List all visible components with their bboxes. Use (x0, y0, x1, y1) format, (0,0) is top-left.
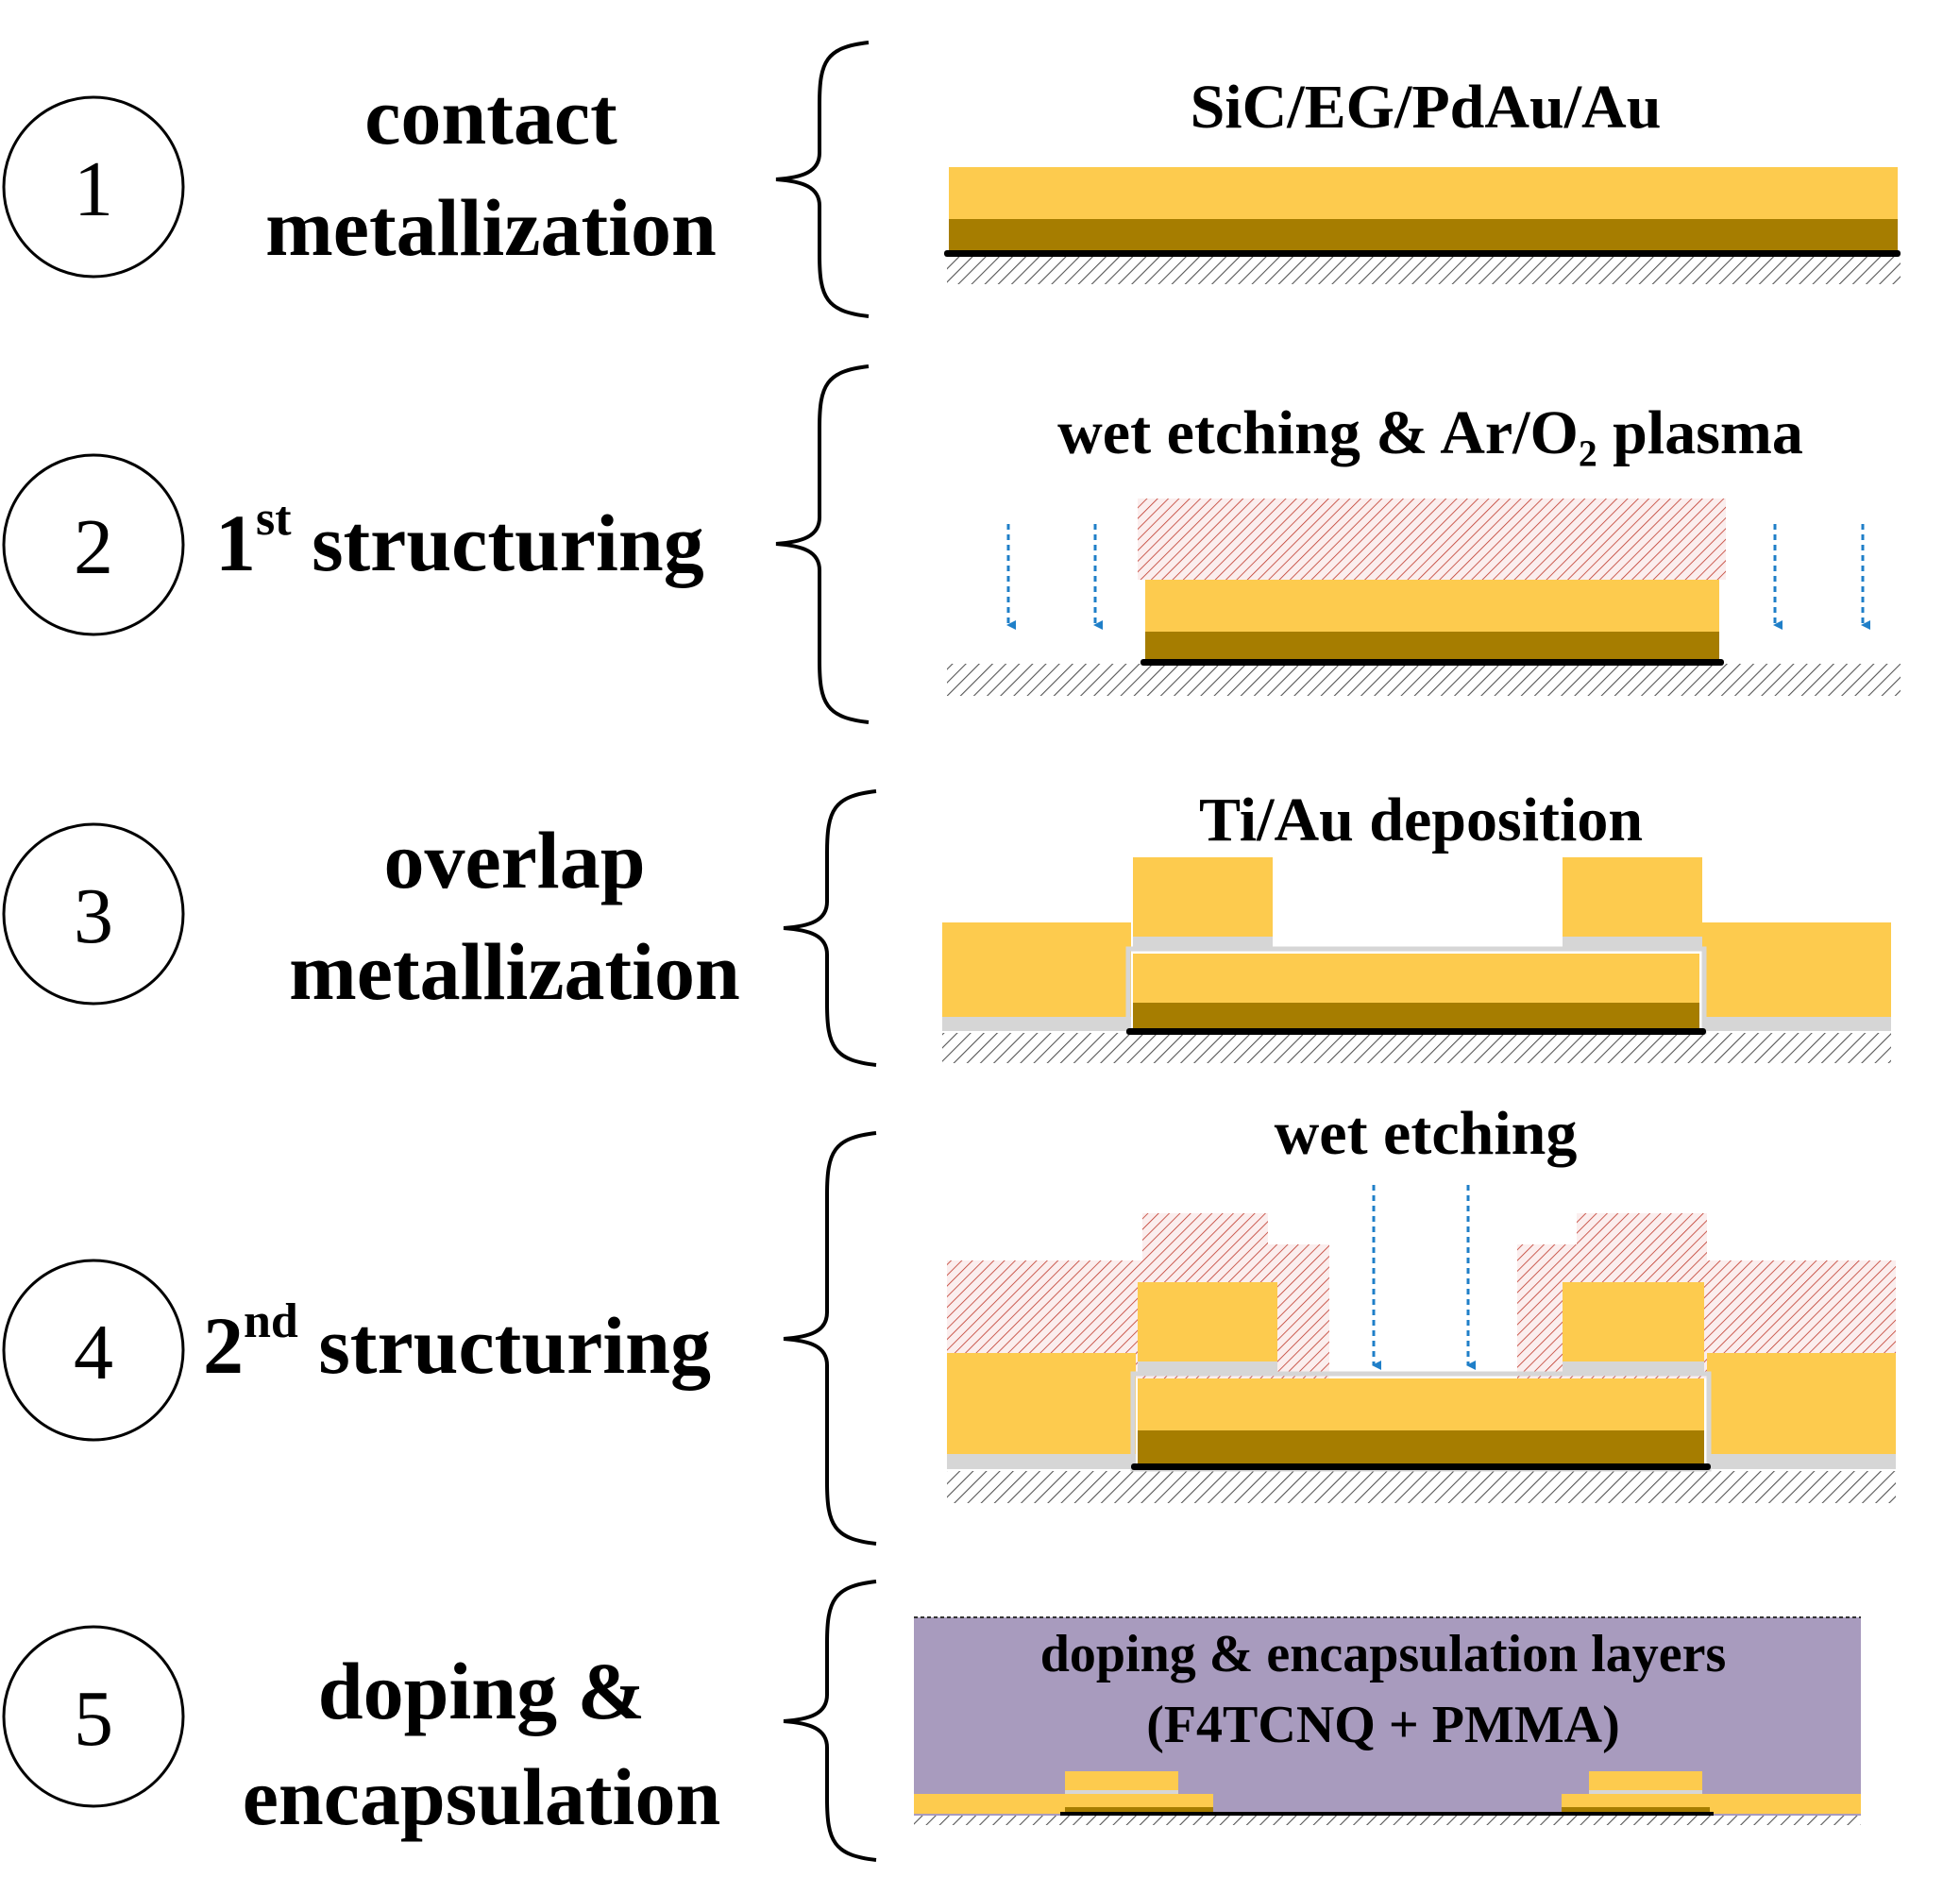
contact-right-pdau (1562, 1807, 1710, 1813)
ti-pad-right (1589, 1790, 1702, 1794)
step-4-label-sup: nd (244, 1294, 298, 1348)
graphene-layer (1060, 1812, 1714, 1816)
step-4-label-prefix: 2 (203, 1300, 244, 1391)
pdau-layer (1138, 1430, 1704, 1465)
step-4-number: 4 (74, 1309, 113, 1396)
step-5-stack: doping & encapsulation layers (F4TCNQ + … (914, 1616, 1861, 1825)
pad-gold-left (1065, 1771, 1178, 1790)
ti-pad-left (1065, 1790, 1178, 1794)
step-4-label: 2nd structuring (203, 1294, 711, 1391)
step-2-label-sup: st (256, 492, 292, 546)
step-2: 2 1st structuring wet etching & Ar/O₂ pl… (2, 364, 1901, 724)
step-2-label: 1st structuring (215, 492, 704, 588)
step-2-circle (2, 453, 185, 636)
ti-pad-left (1138, 1361, 1277, 1374)
step-3: 3 overlap metallization Ti/Au deposition (2, 786, 1891, 1067)
pad-gold-left (1138, 1282, 1277, 1361)
step-4-stack (947, 1185, 1896, 1503)
pad-gold-right (1589, 1771, 1702, 1790)
step-2-stack (947, 499, 1901, 696)
step-2-label-prefix: 1 (215, 498, 256, 588)
step-1-label-line-2: metallization (265, 182, 717, 273)
substrate (942, 1033, 1891, 1063)
graphene-layer (1141, 659, 1724, 666)
step-1-circle (2, 95, 185, 279)
gold-layer (1145, 580, 1719, 632)
pad-gold-left (1133, 857, 1273, 937)
contact-right-gold (1562, 1794, 1710, 1807)
step-5-label-line-2: encapsulation (243, 1751, 721, 1842)
substrate (914, 1816, 1861, 1825)
substrate (947, 664, 1901, 696)
overlap-gold-left (947, 1353, 1136, 1454)
gold-layer (949, 167, 1898, 219)
step-5-caption-line-2: (F4TCNQ + PMMA) (1146, 1696, 1620, 1754)
step-2-number: 2 (74, 503, 113, 591)
pdau-layer (949, 219, 1898, 251)
pdau-layer (1145, 632, 1719, 661)
contact-left-pdau (1065, 1807, 1213, 1813)
step-3-brace (783, 789, 877, 1067)
step-4-brace (783, 1131, 877, 1546)
overlap-gold-right (1707, 1353, 1896, 1454)
step-3-circle (2, 822, 185, 1006)
step-2-label-suffix: structuring (292, 498, 704, 588)
photoresist (1138, 499, 1726, 580)
step-1-number: 1 (74, 145, 113, 233)
ti-layer-right (1702, 1017, 1891, 1031)
ti-layer-right (1707, 1454, 1896, 1469)
overlap-gold-left (942, 922, 1131, 1017)
step-4: 4 2nd structuring wet etching (2, 1099, 1896, 1546)
step-5: 5 doping & encapsulation doping & encaps… (2, 1580, 1861, 1862)
step-4-circle (2, 1259, 185, 1442)
step-3-stack (942, 857, 1891, 1063)
step-2-caption: wet etching & Ar/O₂ plasma (1057, 398, 1803, 467)
substrate (947, 1471, 1896, 1503)
ti-pad-right (1563, 1361, 1704, 1374)
graphene-layer (944, 250, 1901, 257)
step-3-label-line-1: overlap (383, 815, 645, 905)
step-5-brace (783, 1580, 877, 1862)
substrate (947, 255, 1901, 284)
step-3-caption: Ti/Au deposition (1199, 786, 1643, 854)
ti-layer-left (947, 1454, 1136, 1469)
step-1-stack (944, 167, 1901, 284)
step-3-label-line-2: metallization (289, 926, 740, 1017)
step-5-caption-line-1: doping & encapsulation layers (1040, 1625, 1727, 1683)
step-3-number: 3 (74, 872, 113, 960)
step-2-brace (775, 364, 870, 724)
ti-pad-right (1563, 937, 1702, 949)
ti-pad-left (1133, 937, 1273, 949)
step-1-caption: SiC/EG/PdAu/Au (1191, 73, 1662, 142)
step-4-caption: wet etching (1275, 1099, 1578, 1168)
step-1-brace (775, 41, 870, 318)
step-1: 1 contact metallization SiC/EG/PdAu/Au (2, 41, 1901, 318)
overlap-gold-left (914, 1794, 1065, 1814)
ti-layer-left (942, 1017, 1131, 1031)
gold-layer (1138, 1378, 1704, 1430)
gold-layer (1133, 954, 1699, 1003)
step-5-number: 5 (74, 1675, 113, 1763)
graphene-layer (1131, 1463, 1711, 1470)
overlap-gold-right (1702, 922, 1891, 1017)
step-4-label-suffix: structuring (298, 1300, 711, 1391)
pad-gold-right (1563, 1282, 1704, 1361)
contact-left-gold (1065, 1794, 1213, 1807)
graphene-layer (1126, 1028, 1706, 1035)
pdau-layer (1133, 1003, 1699, 1030)
step-5-circle (2, 1625, 185, 1808)
step-5-label-line-1: doping & (318, 1646, 646, 1736)
pad-gold-right (1563, 857, 1702, 937)
step-1-label-line-1: contact (364, 71, 617, 161)
overlap-gold-right (1710, 1794, 1861, 1814)
